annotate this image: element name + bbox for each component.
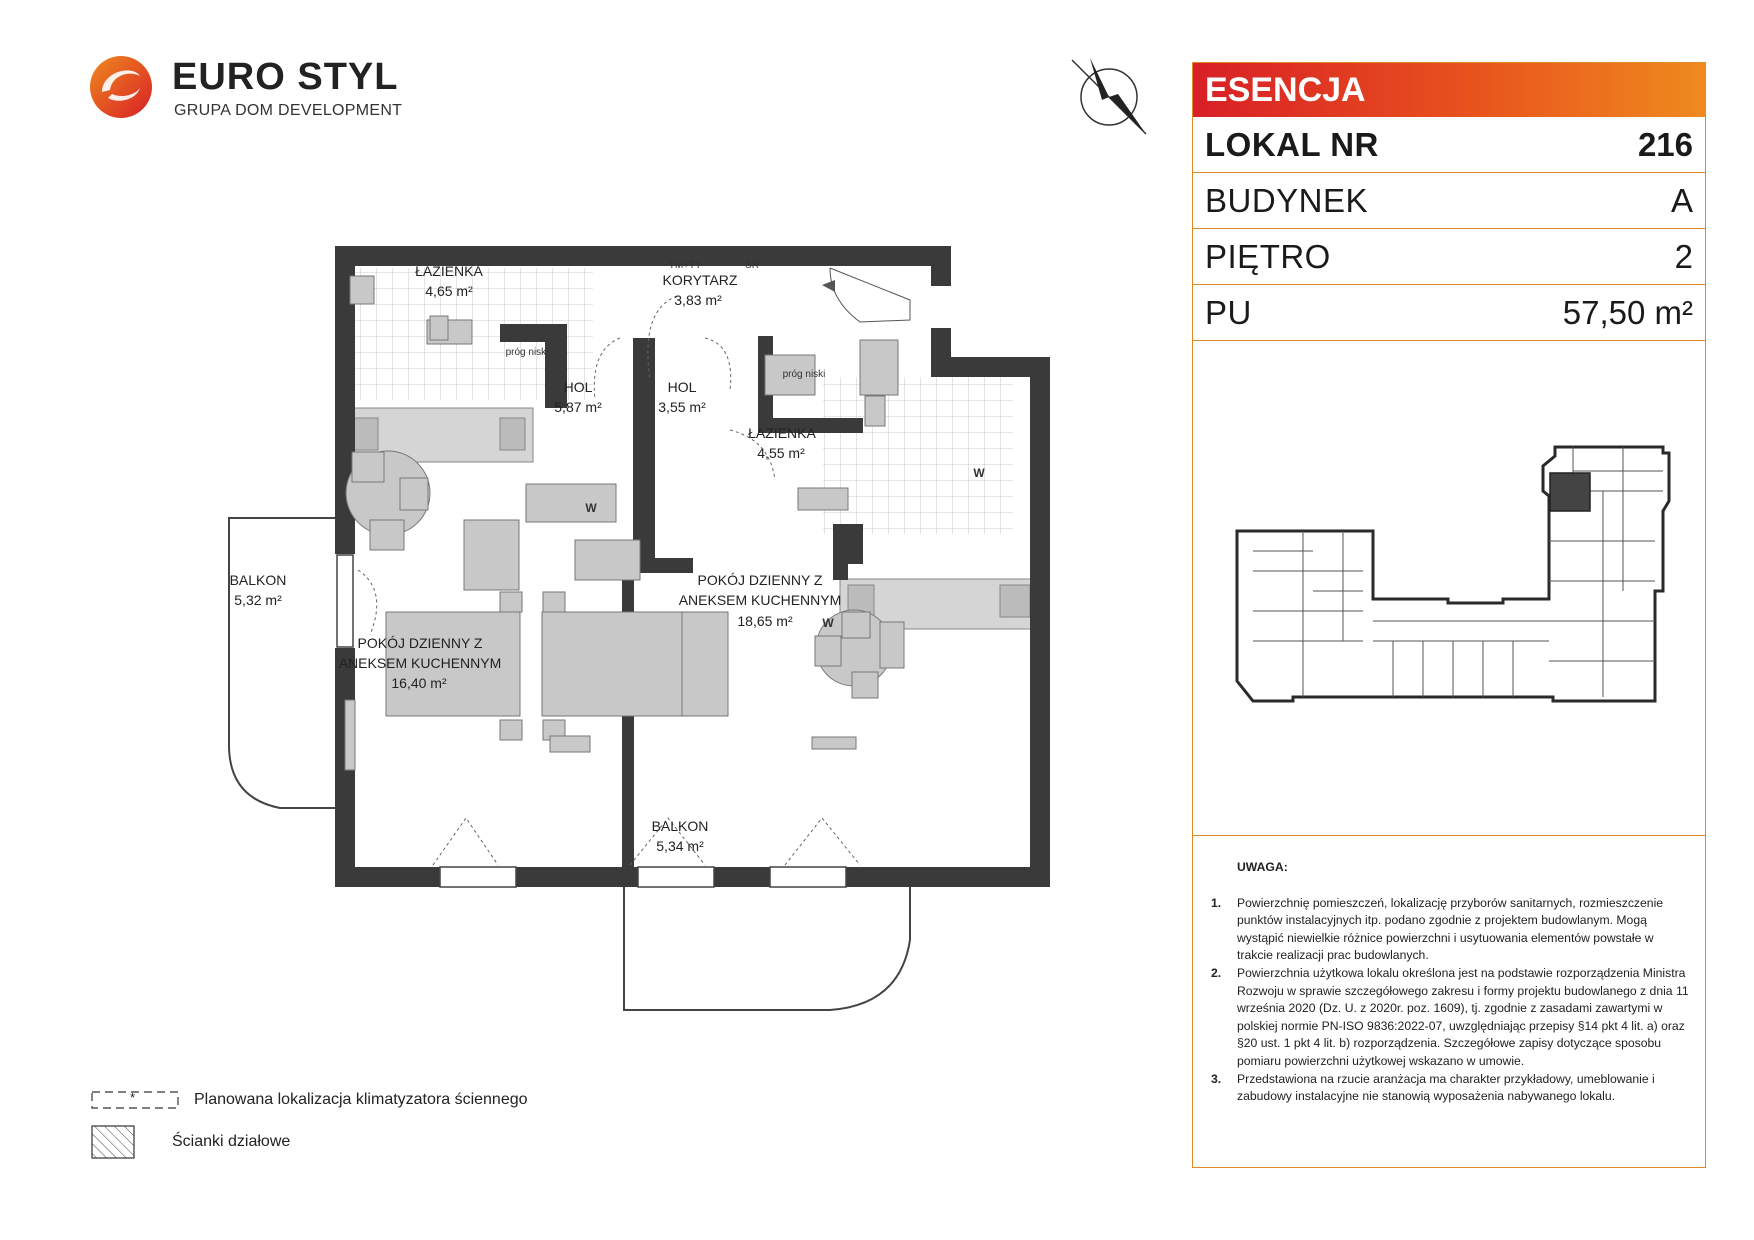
legend-partition-text: Ścianki działowe <box>172 1133 291 1150</box>
info-row-value: 216 <box>1637 125 1693 163</box>
room-name: BALKON <box>230 572 287 588</box>
info-row-floor: PIĘTRO 2 <box>1193 229 1705 285</box>
room-area: 5,34 m² <box>656 838 704 854</box>
info-row-area: PU 57,50 m² <box>1193 285 1705 341</box>
project-name: ESENCJA <box>1193 63 1705 117</box>
legend-ac-text: Planowana lokalizacja klimatyzatora ście… <box>194 1091 528 1108</box>
room-name-line2: ANEKSEM KUCHENNYM <box>339 655 502 671</box>
note-item: 3. Przedstawiona na rzucie aranżacja ma … <box>1211 1071 1691 1106</box>
building-floor-outline <box>1235 445 1671 703</box>
water-meter-label: W <box>822 616 834 630</box>
ac-marker: * <box>130 1090 136 1105</box>
room-area: 3,55 m² <box>658 399 706 415</box>
legend-partition: Ścianki działowe <box>90 1122 290 1162</box>
info-row-label: PU <box>1205 293 1252 331</box>
threshold-label: próg niski <box>506 347 549 358</box>
info-row-unit: LOKAL NR 216 <box>1193 117 1705 173</box>
note-number: 3. <box>1211 1071 1222 1086</box>
balcony-bottom <box>623 887 911 1011</box>
room-area: 5,87 m² <box>554 399 602 415</box>
balcony-left <box>228 517 348 809</box>
plan-legend: * Planowana lokalizacja klimatyzatora śc… <box>90 1088 610 1168</box>
info-row-value: 57,50 m² <box>1562 293 1693 331</box>
room-area: 16,40 m² <box>391 675 447 691</box>
room-area: 3,83 m² <box>674 292 722 308</box>
room-name: KORYTARZ <box>663 272 738 288</box>
room-name: BALKON <box>652 818 709 834</box>
room-area: 5,32 m² <box>234 592 282 608</box>
info-panel: ESENCJA LOKAL NR 216 BUDYNEK A PIĘTRO 2 … <box>1192 62 1706 1168</box>
windows <box>336 554 847 888</box>
room-area: 4,65 m² <box>425 283 473 299</box>
installation-label: SR <box>745 260 759 271</box>
partition-hatch-icon <box>91 1125 135 1159</box>
legend-ac: * Planowana lokalizacja klimatyzatora śc… <box>90 1088 528 1112</box>
room-name: HOL <box>668 379 697 395</box>
info-row-value: A <box>1670 181 1693 219</box>
room-name: ŁAZIENKA <box>415 263 483 279</box>
room-name: HOL <box>564 379 593 395</box>
info-row-value: 2 <box>1674 237 1693 275</box>
info-row-label: PIĘTRO <box>1205 237 1331 275</box>
brand-logo: EURO STYL GRUPA DOM DEVELOPMENT <box>88 54 408 134</box>
room-name: ŁAZIENKA <box>748 425 816 441</box>
notes-section: UWAGA: 1. Powierzchnię pomieszczeń, loka… <box>1211 859 1691 1106</box>
furniture <box>344 275 905 771</box>
brand-subtitle: GRUPA DOM DEVELOPMENT <box>174 102 403 119</box>
note-text: Powierzchnię pomieszczeń, lokalizację pr… <box>1237 895 1664 963</box>
building-key-plan <box>1193 341 1705 836</box>
room-area: 4,55 m² <box>757 445 805 461</box>
water-meter-label: W <box>973 466 985 480</box>
note-number: 1. <box>1211 895 1222 910</box>
info-row-label: BUDYNEK <box>1205 181 1369 219</box>
brand-name: EURO STYL <box>172 56 399 98</box>
brand-logo-mark-icon <box>90 56 152 118</box>
bathroom-2-floor <box>823 377 1013 534</box>
room-area: 18,65 m² <box>737 613 793 629</box>
notes-title: UWAGA: <box>1237 860 1288 874</box>
info-row-building: BUDYNEK A <box>1193 173 1705 229</box>
installation-label: TM+TT <box>669 260 702 271</box>
note-item: 2. Powierzchnia użytkowa lokalu określon… <box>1211 965 1691 1071</box>
note-item: 1. Powierzchnię pomieszczeń, lokalizację… <box>1211 895 1691 965</box>
threshold-label: próg niski <box>783 369 826 380</box>
room-name-line2: ANEKSEM KUCHENNYM <box>679 592 842 608</box>
note-text: Przedstawiona na rzucie aranżacja ma cha… <box>1237 1071 1655 1104</box>
compass-north-icon <box>1071 58 1147 135</box>
info-row-label: LOKAL NR <box>1205 125 1379 163</box>
room-name: POKÓJ DZIENNY Z <box>358 635 483 651</box>
note-number: 2. <box>1211 965 1222 980</box>
floor-plan: ŁAZIENKA 4,65 m² KORYTARZ 3,83 m² HOL 5,… <box>228 246 1050 1011</box>
note-text: Powierzchnia użytkowa lokalu określona j… <box>1237 965 1689 1068</box>
ac-unit-dashed-icon <box>91 1091 179 1109</box>
door-swings <box>357 295 861 866</box>
water-meter-label: W <box>585 501 597 515</box>
room-name: POKÓJ DZIENNY Z <box>698 572 823 588</box>
